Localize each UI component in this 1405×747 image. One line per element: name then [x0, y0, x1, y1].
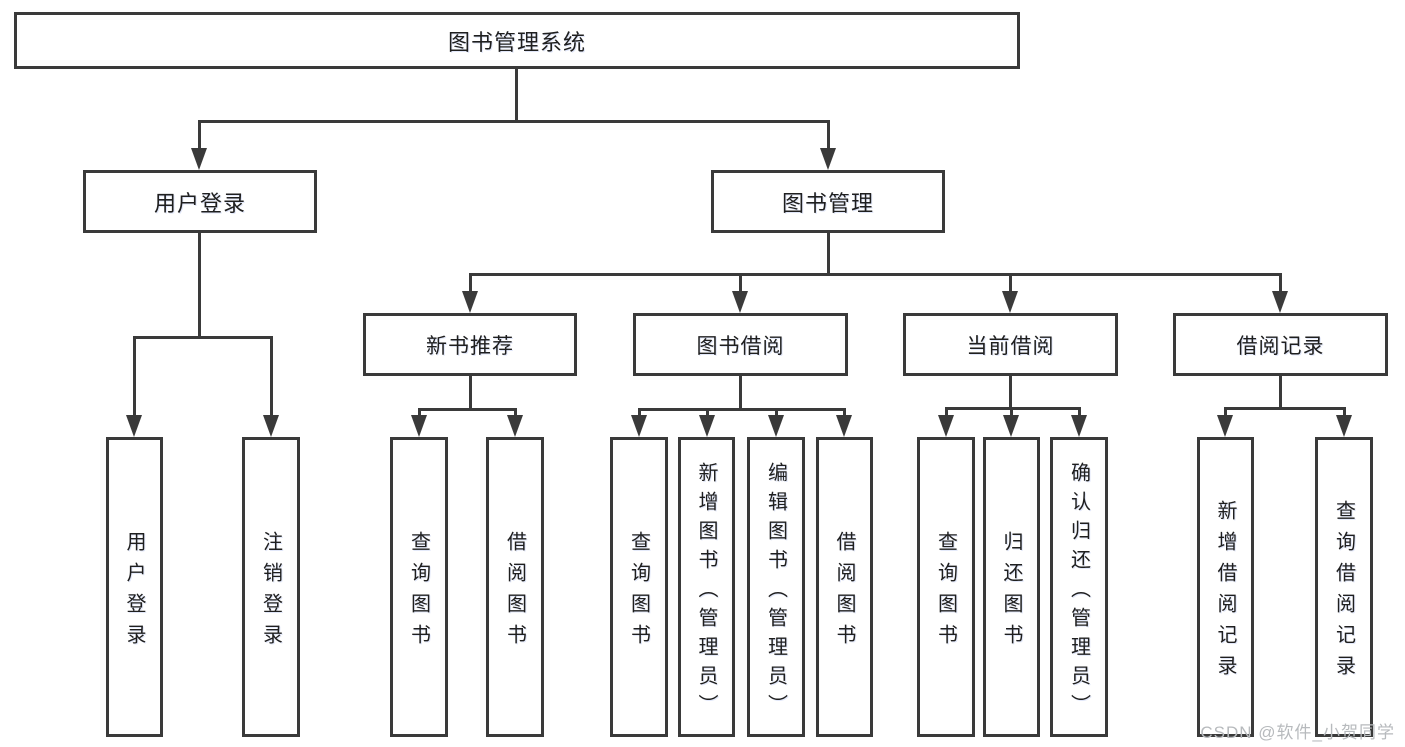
arrow-down-icon — [820, 148, 836, 170]
connector-line — [197, 120, 830, 123]
node-label: 查询图书 — [934, 530, 957, 655]
arrow-down-icon — [699, 415, 715, 437]
connector-line — [513, 408, 517, 415]
node-current-borrowing: 当前借阅 — [903, 313, 1118, 376]
node-borrowing-records: 借阅记录 — [1173, 313, 1388, 376]
node-book-management: 图书管理 — [711, 170, 945, 233]
node-label: 用户登录 — [123, 530, 145, 655]
connector-line — [826, 120, 830, 148]
arrow-down-icon — [462, 291, 478, 313]
connector-line — [637, 408, 641, 415]
node-label: 归还图书 — [1000, 530, 1022, 655]
node-label: 图书管理 — [781, 190, 874, 216]
leaf-borrow-books-borrowing: 借阅图书 — [816, 437, 873, 737]
arrow-down-icon — [263, 415, 279, 437]
connector-line — [842, 408, 846, 415]
leaf-user-login: 用户登录 — [106, 437, 163, 737]
leaf-add-borrow-record: 新增借阅记录 — [1197, 437, 1254, 737]
node-book-borrowing: 图书借阅 — [633, 313, 848, 376]
leaf-logout: 注销登录 — [242, 437, 300, 737]
connector-line — [1278, 376, 1282, 407]
leaf-query-books-borrowing: 查询图书 — [610, 437, 668, 737]
arrow-down-icon — [631, 415, 647, 437]
arrow-down-icon — [1272, 291, 1288, 313]
connector-line — [417, 408, 421, 415]
connector-line — [826, 233, 830, 273]
watermark: CSDN @软件_小贺同学 — [1200, 723, 1395, 742]
node-label: 查询借阅记录 — [1332, 499, 1355, 686]
connector-line — [1077, 407, 1081, 415]
arrow-down-icon — [836, 415, 852, 437]
connector-line — [738, 376, 742, 408]
arrow-down-icon — [732, 291, 748, 313]
arrow-down-icon — [1071, 415, 1087, 437]
connector-line — [1223, 407, 1227, 415]
leaf-query-books-recommend: 查询图书 — [390, 437, 448, 737]
node-label: 当前借阅 — [966, 334, 1055, 358]
node-label: 图书借阅 — [696, 334, 785, 358]
node-label: 图书管理系统 — [447, 29, 586, 55]
connector-line — [1009, 407, 1013, 415]
connector-line — [468, 273, 1282, 276]
arrow-down-icon — [191, 148, 207, 170]
leaf-return-books: 归还图书 — [983, 437, 1040, 737]
arrow-down-icon — [1336, 415, 1352, 437]
arrow-down-icon — [126, 415, 142, 437]
connector-line — [197, 120, 201, 148]
node-label: 借阅图书 — [833, 530, 855, 655]
leaf-borrow-books-recommend: 借阅图书 — [486, 437, 544, 737]
leaf-confirm-return-admin: 确认归还（管理员） — [1050, 437, 1108, 737]
connector-line — [705, 408, 709, 415]
connector-line — [468, 273, 472, 291]
node-label: 用户登录 — [153, 190, 246, 216]
leaf-query-borrow-record: 查询借阅记录 — [1315, 437, 1373, 737]
arrow-down-icon — [507, 415, 523, 437]
arrow-down-icon — [1217, 415, 1233, 437]
connector-line — [514, 68, 518, 120]
connector-line — [132, 336, 136, 415]
arrow-down-icon — [1003, 415, 1019, 437]
connector-line — [1342, 407, 1346, 415]
connector-line — [1008, 273, 1012, 291]
node-label: 借阅图书 — [503, 530, 526, 655]
node-library-management-system: 图书管理系统 — [14, 12, 1020, 69]
node-label: 查询图书 — [627, 530, 650, 655]
connector-line — [738, 273, 742, 291]
connector-line — [944, 407, 948, 415]
connector-line — [637, 408, 846, 411]
node-label: 新增图书（管理员） — [695, 462, 717, 723]
connector-line — [417, 408, 517, 411]
connector-line — [774, 408, 778, 415]
node-user-login: 用户登录 — [83, 170, 317, 233]
node-new-book-recommend: 新书推荐 — [363, 313, 577, 376]
node-label: 确认归还（管理员） — [1067, 462, 1090, 723]
node-label: 新书推荐 — [426, 334, 514, 358]
connector-line — [468, 376, 472, 408]
leaf-query-books-current: 查询图书 — [917, 437, 975, 737]
connector-line — [1278, 273, 1282, 291]
connector-line — [1224, 407, 1346, 410]
connector-line — [269, 336, 273, 415]
arrow-down-icon — [768, 415, 784, 437]
node-label: 查询图书 — [407, 530, 430, 655]
node-label: 编辑图书（管理员） — [764, 462, 787, 723]
connector-line — [1008, 376, 1012, 407]
node-label: 注销登录 — [259, 530, 282, 655]
arrow-down-icon — [938, 415, 954, 437]
arrow-down-icon — [1002, 291, 1018, 313]
node-label: 借阅记录 — [1236, 334, 1325, 358]
leaf-edit-books-admin: 编辑图书（管理员） — [747, 437, 805, 737]
connector-line — [132, 336, 273, 339]
leaf-add-books-admin: 新增图书（管理员） — [678, 437, 735, 737]
node-label: 新增借阅记录 — [1214, 499, 1236, 686]
arrow-down-icon — [411, 415, 427, 437]
connector-line — [197, 233, 201, 336]
connector-line — [944, 407, 1081, 410]
